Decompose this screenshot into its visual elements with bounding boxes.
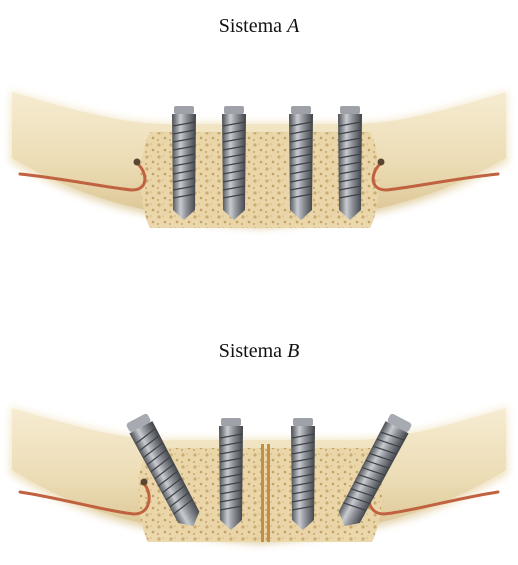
- system-b-illustration: [0, 392, 518, 565]
- system-b-title: Sistema B: [0, 339, 518, 363]
- system-a-title: Sistema A: [0, 14, 518, 38]
- mental-foramen-right-a: [378, 159, 385, 166]
- implant-a-1: [172, 106, 196, 220]
- system-a-label-prefix: Sistema: [219, 15, 287, 37]
- system-b-label-prefix: Sistema: [219, 340, 287, 362]
- implant-b-2: [219, 418, 243, 530]
- system-a-illustration: [0, 70, 518, 270]
- implant-b-3: [291, 418, 315, 530]
- mental-foramen-left-b: [141, 479, 148, 486]
- system-a-label-letter: A: [287, 15, 299, 37]
- implant-a-2: [222, 106, 246, 220]
- system-b-label-letter: B: [287, 340, 299, 362]
- implant-a-3: [289, 106, 313, 220]
- mental-foramen-left-a: [134, 159, 141, 166]
- implant-a-4: [338, 106, 362, 220]
